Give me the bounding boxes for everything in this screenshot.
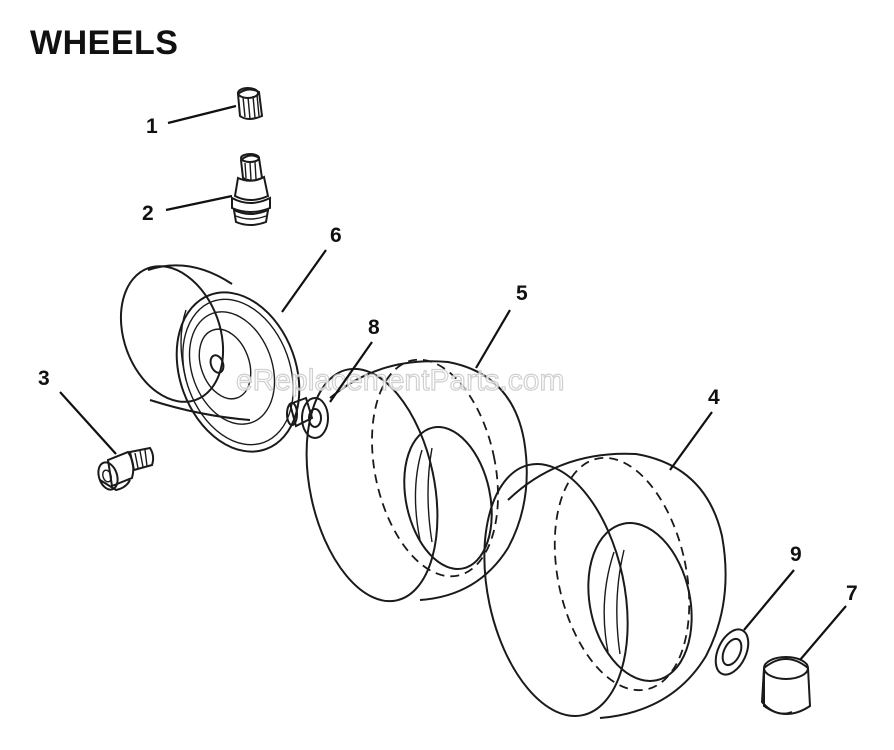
callout-9: 9 — [790, 543, 802, 566]
watermark-text: eReplacementParts.com — [236, 364, 564, 397]
leader-8 — [329, 341, 373, 403]
leader-4 — [669, 411, 713, 471]
part-tire-rear — [483, 452, 727, 719]
callout-numbers: 1 2 3 4 5 6 7 8 9 — [38, 115, 858, 605]
leader-lines — [59, 104, 847, 661]
part-tire-front — [305, 358, 528, 603]
part-washer — [714, 628, 750, 676]
leader-5 — [475, 309, 511, 369]
leader-6 — [281, 249, 327, 313]
callout-6: 6 — [330, 224, 342, 247]
callout-8: 8 — [368, 316, 380, 339]
leader-7 — [799, 605, 847, 661]
leader-3 — [59, 391, 117, 455]
callout-3: 3 — [38, 367, 50, 390]
leader-2 — [165, 194, 233, 212]
callout-1: 1 — [146, 115, 158, 138]
part-valve-stem — [231, 153, 271, 226]
part-wheel-rim — [119, 264, 301, 453]
callout-2: 2 — [142, 202, 154, 225]
callout-4: 4 — [708, 386, 720, 409]
part-bolt — [97, 446, 155, 492]
callout-5: 5 — [516, 282, 528, 305]
leader-1 — [167, 104, 237, 125]
part-hub-cap — [760, 656, 812, 715]
callout-7: 7 — [846, 582, 858, 605]
leader-9 — [743, 569, 795, 631]
part-valve-cap — [236, 87, 264, 120]
part-bushing — [286, 396, 329, 439]
diagram-title: WHEELS — [30, 24, 179, 62]
